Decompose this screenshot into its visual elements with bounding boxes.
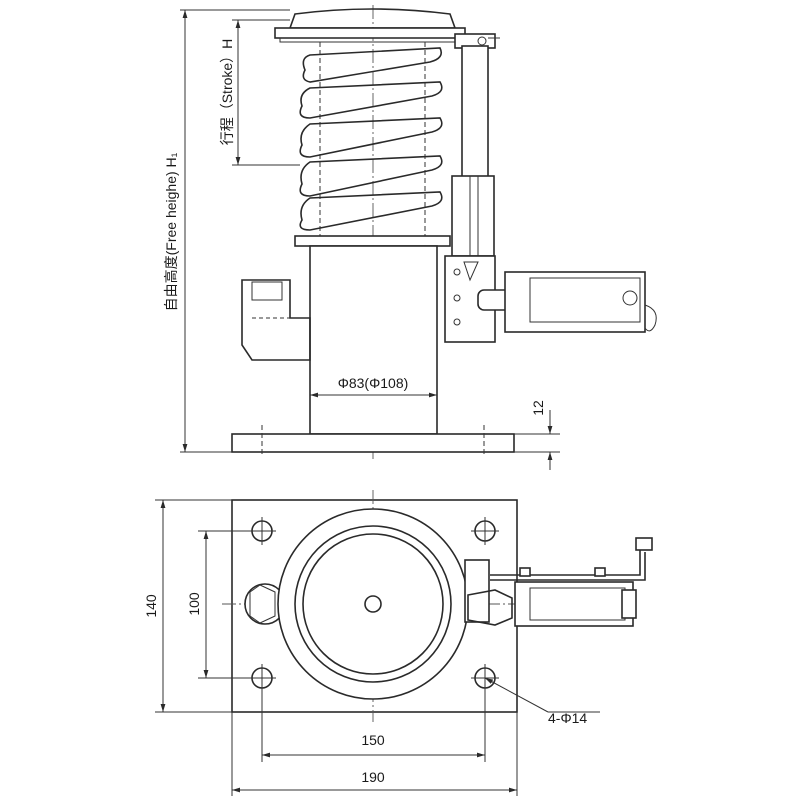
rod-guide: [451, 175, 495, 257]
width-140-label: 140: [143, 594, 159, 618]
front-view: 自由高度(Free heighe) H₁ 行程（Stroke）H Φ83(Φ10…: [163, 5, 657, 470]
oil-inlet: [241, 279, 311, 361]
plate-thickness-label: 12: [530, 400, 546, 416]
center-hole: [364, 595, 382, 613]
base-plate: [231, 433, 515, 453]
free-height-label: 自由高度(Free heighe) H₁: [163, 152, 179, 311]
diameter-label: Φ83(Φ108): [338, 375, 409, 391]
spring: [299, 47, 443, 231]
stroke-label: 行程（Stroke）H: [219, 39, 235, 146]
holes-label: 4-Φ14: [548, 710, 587, 726]
limit-rod: [461, 45, 489, 181]
width-100-label: 100: [186, 592, 202, 616]
top-view: 4-Φ14 140 100 150 190: [143, 490, 653, 796]
top-cap: [288, 8, 457, 29]
top-plate: [274, 27, 466, 39]
spring-seat: [294, 235, 451, 247]
cylinder-body: [309, 245, 438, 435]
length-150-label: 150: [361, 732, 385, 748]
length-190-label: 190: [361, 769, 385, 785]
limit-switch-top: [514, 581, 634, 627]
outer-flange-circle: [277, 508, 469, 700]
